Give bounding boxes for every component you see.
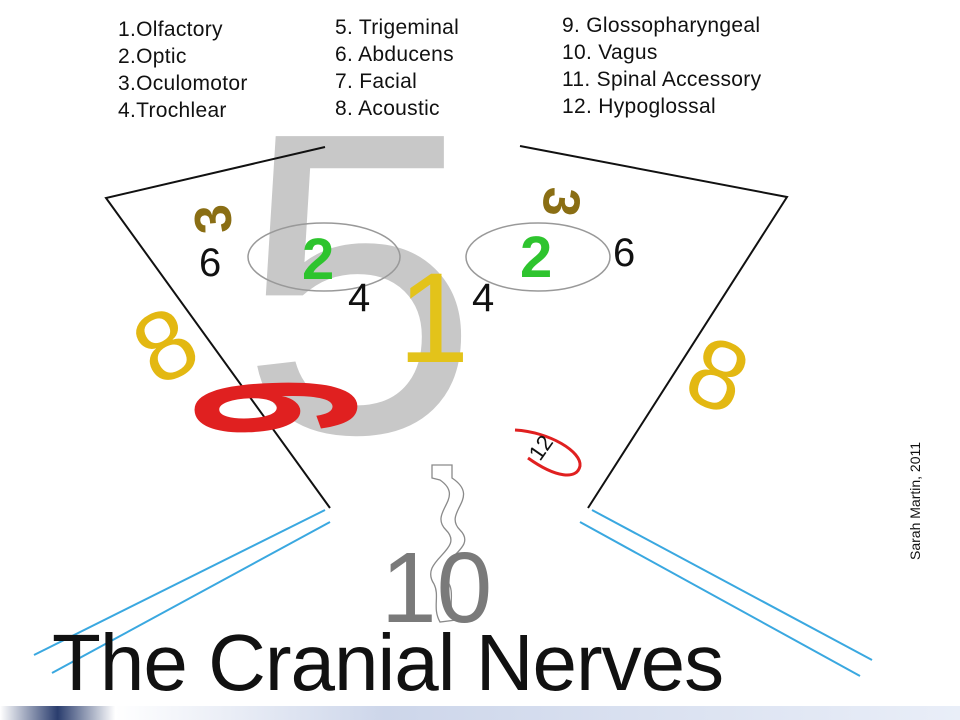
nerve-2-optic-left: 2: [302, 227, 334, 292]
left-eye-outline: [247, 222, 401, 292]
nerve-9-glossopharyngeal: 9: [145, 375, 405, 440]
nerve-3-oculomotor-left: 3: [184, 202, 244, 236]
legend-item-oculomotor: 3.Oculomotor: [118, 72, 248, 95]
nerve-3-oculomotor-right: 3: [531, 185, 591, 219]
nerve-6-abducens-right: 6: [613, 231, 635, 275]
nerve-2-optic-right: 2: [520, 225, 552, 290]
legend-column-3: 9. Glossopharyngeal 10. Vagus 11. Spinal…: [562, 12, 761, 120]
nerve-4-trochlear-left: 4: [348, 276, 370, 320]
tongue-outline: [514, 428, 582, 477]
legend-item-hypoglossal: 12. Hypoglossal: [562, 95, 716, 118]
legend-item-facial: 7. Facial: [335, 70, 418, 93]
nerve-11-spinal-accessory-left: [33, 509, 331, 674]
nerve-11-spinal-accessory-right: [579, 509, 873, 677]
legend-item-olfactory: 1.Olfactory: [118, 18, 223, 41]
legend-item-spinal-accessory: 11. Spinal Accessory: [562, 68, 762, 91]
legend-item-glossopharyngeal: 9. Glossopharyngeal: [562, 14, 761, 37]
author-credit: Sarah Martin, 2011: [907, 441, 923, 560]
nerve-1-olfactory: 1: [398, 247, 469, 390]
bottom-gradient-bar: [0, 706, 960, 720]
nerve-4-trochlear-right: 4: [472, 276, 494, 320]
nerve-10-vagus: 10: [381, 532, 492, 644]
legend-item-acoustic: 8. Acoustic: [335, 97, 440, 120]
legend-column-2: 5. Trigeminal 6. Abducens 7. Facial 8. A…: [335, 14, 459, 122]
legend-column-1: 1.Olfactory 2.Optic 3.Oculomotor 4.Troch…: [118, 16, 248, 124]
head-outline-left: [104, 146, 331, 509]
nerve-6-abducens-left: 6: [199, 241, 221, 285]
legend-item-abducens: 6. Abducens: [335, 43, 454, 66]
vagus-nerve-path: [430, 464, 466, 623]
page-title: The Cranial Nerves: [52, 618, 724, 707]
legend-item-trochlear: 4.Trochlear: [118, 99, 227, 122]
legend-item-trigeminal: 5. Trigeminal: [335, 16, 460, 39]
right-eye-outline: [465, 222, 611, 292]
legend-item-vagus: 10. Vagus: [562, 41, 658, 64]
nerve-8-acoustic-right: 8: [672, 313, 764, 435]
legend-item-optic: 2.Optic: [118, 45, 187, 68]
head-outline-right: [519, 145, 789, 509]
